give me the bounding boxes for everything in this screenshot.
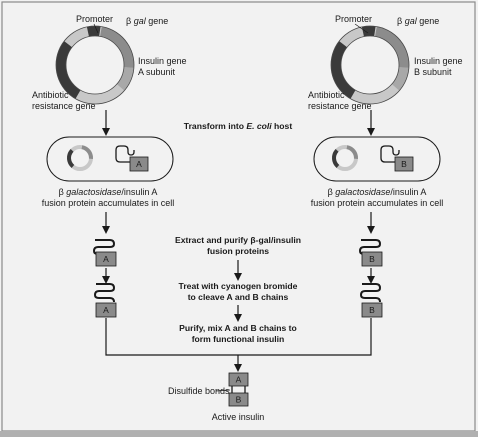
beta-gal-segment [331, 26, 409, 104]
left-antibiotic-label-1: Antibiotic [32, 90, 69, 100]
left-cell-protein-chain [115, 145, 135, 158]
step-extract-line1: Extract and purify β-gal/insulin [175, 235, 301, 245]
insulin-chain-a-letter: A [236, 375, 242, 385]
left-ecoli-cell [46, 136, 174, 182]
left-insulin-label-1: Insulin gene [138, 56, 187, 66]
right-promoter-label: Promoter [335, 14, 372, 24]
left-cell-chain-letter: A [136, 159, 142, 169]
left-cleaved-chain-letter: A [103, 305, 109, 315]
disulfide-label: Disulfide bonds [168, 386, 230, 396]
step-treat-line2: to cleave A and B chains [188, 292, 289, 302]
right-cleaved-chain-box [361, 302, 383, 318]
promoter-segment [56, 26, 134, 104]
left-insulin-label-2: A subunit [138, 67, 176, 77]
right-cell-caption-2: fusion protein accumulates in cell [311, 198, 444, 208]
step-extract-line2: fusion proteins [207, 246, 269, 256]
left-cleaved-beta-gal [93, 283, 116, 303]
disulfide-pointer [215, 389, 231, 392]
right-cell-caption-1: β galactosidase/insulin A [328, 187, 427, 197]
beta-gal-segment [56, 26, 134, 104]
active-insulin-label: Active insulin [212, 412, 265, 422]
right-cell-plasmid [332, 145, 358, 171]
insulin-chain-a-box [228, 372, 249, 387]
right-cleaved-chain-letter: B [369, 305, 375, 315]
left-antibiotic-label-2: resistance gene [32, 101, 96, 111]
right-antibiotic-label-2: resistance gene [308, 101, 372, 111]
insulin-b-segment [331, 26, 409, 104]
antibiotic-gene-segment [56, 26, 134, 104]
insulin-chain-b-box [228, 392, 249, 407]
left-cell-plasmid [67, 145, 93, 171]
right-cell-chain-letter: B [401, 159, 407, 169]
left-cleaved-chain-box [95, 302, 117, 318]
right-fusion-chain-letter: B [369, 254, 375, 264]
promoter-segment [331, 26, 409, 104]
left-gene-label: β gal gene [126, 16, 168, 26]
left-promoter-label: Promoter [76, 14, 113, 24]
step-purify-line2: form functional insulin [192, 334, 285, 344]
step-treat-line1: Treat with cyanogen bromide [179, 281, 298, 291]
insulin-chain-b-letter: B [236, 395, 242, 405]
right-insulin-label-1: Insulin gene [414, 56, 463, 66]
right-cell-protein-chain [380, 145, 400, 158]
left-fusion-chain-letter: A [103, 254, 109, 264]
left-cell-chain-box [129, 156, 149, 172]
bottom-strip [0, 431, 478, 437]
left-cell-caption-1: β galactosidase/insulin A [59, 187, 158, 197]
transform-label: Transform into E. coli host [184, 121, 293, 131]
step-purify-line1: Purify, mix A and B chains to [179, 323, 297, 333]
right-fusion-chain-box [361, 251, 383, 267]
right-antibiotic-label-1: Antibiotic [308, 90, 345, 100]
right-cell-chain-box [394, 156, 414, 172]
right-gene-label: β gal gene [397, 16, 439, 26]
left-fusion-chain-box [95, 251, 117, 267]
antibiotic-gene-segment [331, 26, 410, 104]
right-insulin-label-2: B subunit [414, 67, 452, 77]
right-cleaved-beta-gal [359, 283, 382, 303]
right-plasmid [330, 25, 410, 105]
insulin-a-segment [56, 26, 134, 104]
left-cell-caption-2: fusion protein accumulates in cell [42, 198, 175, 208]
